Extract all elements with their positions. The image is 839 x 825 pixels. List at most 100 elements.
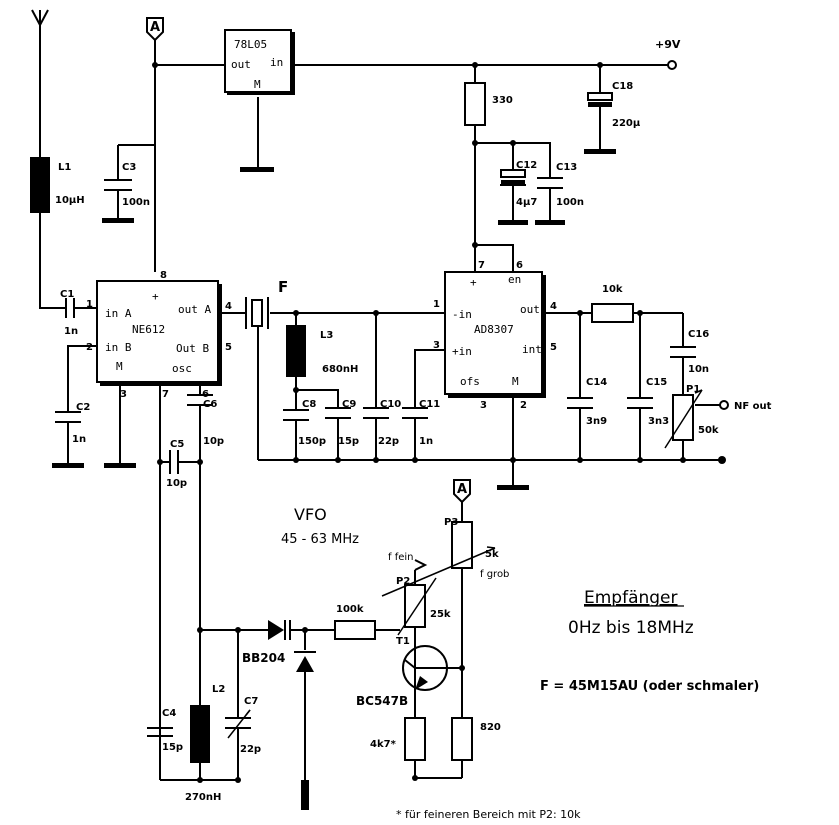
c12-name: C12 [516,160,537,171]
l2-value: 270nH [185,792,221,803]
capacitor-c2 [55,411,81,423]
node-a-label: A [150,20,160,35]
capacitor-c4 [147,727,173,737]
inductor-l2 [190,705,210,763]
c10-name: C10 [380,399,401,410]
supply-label: +9V [655,38,681,51]
ad8307-name: AD8307 [474,323,514,336]
ne612-pin7: 7 [162,389,169,400]
regulator-name: 78L05 [234,38,267,51]
t1-name: T1 [396,636,410,647]
c18-value: 220µ [612,118,641,129]
filter-label: F [278,278,288,296]
f-fein-label: f fein [388,552,414,563]
ne612-osc: osc [172,362,192,375]
inductor-l3 [286,325,306,377]
c11-name: C11 [419,399,440,410]
r100k-value: 100k [336,604,364,615]
ne612-pin1: 1 [86,299,93,310]
ne612-out-a: out A [178,303,211,316]
capacitor-c5 [169,450,179,474]
resistor-100k [334,620,376,640]
c14-value: 3n9 [586,416,607,427]
c2-value: 1n [72,434,86,445]
capacitor-c12 [500,169,526,186]
resistor-4k7 [404,717,426,761]
c9-name: C9 [342,399,356,410]
r10k-value: 10k [602,284,623,295]
ne612-pin8: 8 [160,270,167,281]
c16-value: 10n [688,364,709,375]
capacitor-c18 [587,92,613,107]
c13-value: 100n [556,197,584,208]
capacitor-c13 [537,177,563,189]
l3-name: L3 [320,330,333,341]
vfo-title: VFO [294,505,327,524]
l1-value: 10µH [55,195,85,206]
capacitor-c8 [283,409,309,421]
potentiometer-p1 [664,389,703,449]
ground-terminal [718,456,726,464]
ne612-pin3: 3 [120,389,127,400]
p3-value: 5k [485,549,499,560]
ne612-pin5: 5 [225,342,232,353]
c2-name: C2 [76,402,90,413]
l1-name: L1 [58,162,71,173]
c14-name: C14 [586,377,607,388]
c16-name: C16 [688,329,709,340]
ad8307-en: en [508,273,521,286]
capacitor-c9 [325,407,351,419]
varicap-bb204 [268,620,316,672]
ne612-in-b: in B [105,341,132,354]
inductor-l1 [30,157,50,213]
resistor-10k [591,303,634,323]
c7-value: 22p [240,744,261,755]
ne612-plus: + [152,290,159,303]
p2-name: P2 [396,576,410,587]
c4-name: C4 [162,708,176,719]
capacitor-c3 [104,179,132,191]
c4-value: 15p [162,742,183,753]
crystal-filter [245,297,269,329]
p1-value: 50k [698,425,719,436]
l3-value: 680nH [322,364,358,375]
ic-ad8307: -in +in AD8307 ofs M out int en + 1 2 3 … [433,260,557,411]
p1-name: P1 [686,384,700,395]
ad8307-m: M [512,375,519,388]
c6-name: C6 [203,399,217,410]
t1-type: BC547B [356,694,408,708]
capacitor-c15 [627,397,653,409]
ad8307-plus-in: +in [452,345,472,358]
component-labels: L1 10µH C1 1n C2 1n C3 100n C4 15p C5 10… [55,81,719,803]
transistor-t1 [402,645,448,691]
ic-ne612: in A in B out A Out B NE612 M osc + 1 2 … [86,270,232,400]
ad8307-int: int [522,343,542,356]
c13-name: C13 [556,162,577,173]
node-a-marker-top: A [146,17,164,42]
c5-value: 10p [166,478,187,489]
receiver-range: 0Hz bis 18MHz [568,618,694,638]
r4k7-value: 4k7* [370,739,397,750]
regulator-out-label: out [231,58,251,71]
capacitor-c6 [187,394,213,406]
ne612-pin6: 6 [202,389,209,400]
junction-dots [152,62,686,783]
capacitor-c7 [225,709,251,739]
resistor-330 [464,82,486,126]
ground-symbols [52,149,616,810]
c7-name: C7 [244,696,258,707]
c3-value: 100n [122,197,150,208]
p3-name: P3 [444,517,458,528]
r820-value: 820 [480,722,501,733]
f-grob-label: f grob [480,569,509,580]
ad8307-pin1: 1 [433,299,440,310]
ne612-in-a: in A [105,307,132,320]
ad8307-ofs: ofs [460,375,480,388]
annotations: NF out VFO 45 - 63 MHz f fein f grob Emp… [281,401,772,821]
potentiometer-p2 [397,577,437,636]
capacitor-c1 [65,298,75,318]
ad8307-pin2: 2 [520,400,527,411]
regulator-in-label: in [270,56,283,69]
